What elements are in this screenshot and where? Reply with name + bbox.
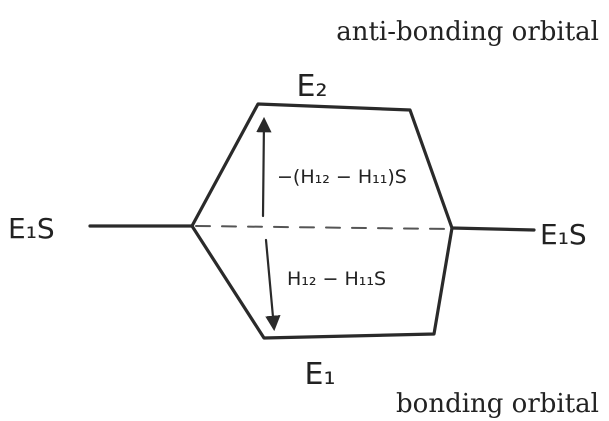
- antibonding-orbital-label: anti-bonding orbital: [336, 17, 599, 47]
- bonding-level-outline: [190, 224, 454, 340]
- right-atomic-level-line: [450, 226, 536, 232]
- lower-energy-gap-label: H₁₂ − H₁₁S: [287, 268, 386, 290]
- antibonding-level-outline: [190, 102, 454, 230]
- e1-level-label: E₁: [305, 357, 336, 392]
- bonding-orbital-label: bonding orbital: [396, 389, 599, 419]
- e1s-left-label: E₁S: [8, 212, 55, 245]
- e2-level-label: E₂: [297, 69, 328, 104]
- reference-dashed-line: [195, 225, 451, 230]
- upper-gap-arrow: [256, 116, 272, 218]
- upper-energy-gap-label: −(H₁₂ − H₁₁)S: [277, 166, 407, 188]
- e1s-right-label: E₁S: [540, 218, 587, 251]
- lower-gap-arrow: [264, 238, 281, 332]
